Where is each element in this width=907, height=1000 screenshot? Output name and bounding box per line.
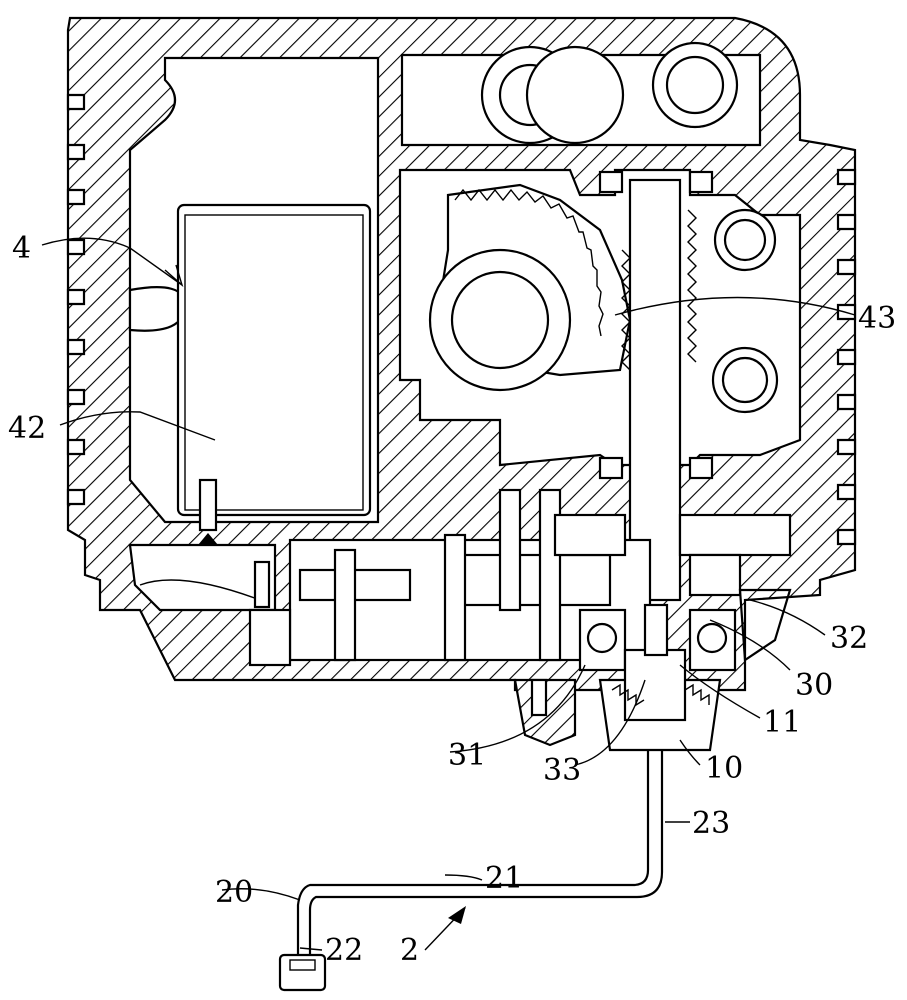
label-20: 20 (215, 875, 253, 910)
label-42: 42 (8, 411, 46, 446)
label-10: 10 (705, 751, 743, 786)
label-30: 30 (795, 668, 833, 703)
label-21: 21 (485, 861, 523, 896)
label-23: 23 (692, 806, 730, 841)
label-11: 11 (763, 705, 801, 740)
label-31: 31 (448, 738, 486, 773)
motor-body (178, 205, 370, 515)
label-32: 32 (830, 621, 868, 656)
cooling-fins-left (68, 95, 84, 504)
upper-bearing-cavity (402, 43, 760, 145)
cooling-fins-right (838, 170, 855, 544)
label-22: 22 (325, 933, 363, 968)
label-2: 2 (400, 933, 419, 968)
label-4: 4 (12, 231, 31, 266)
label-33: 33 (543, 753, 581, 788)
label-43: 43 (858, 301, 896, 336)
motor-cavity (130, 58, 378, 522)
